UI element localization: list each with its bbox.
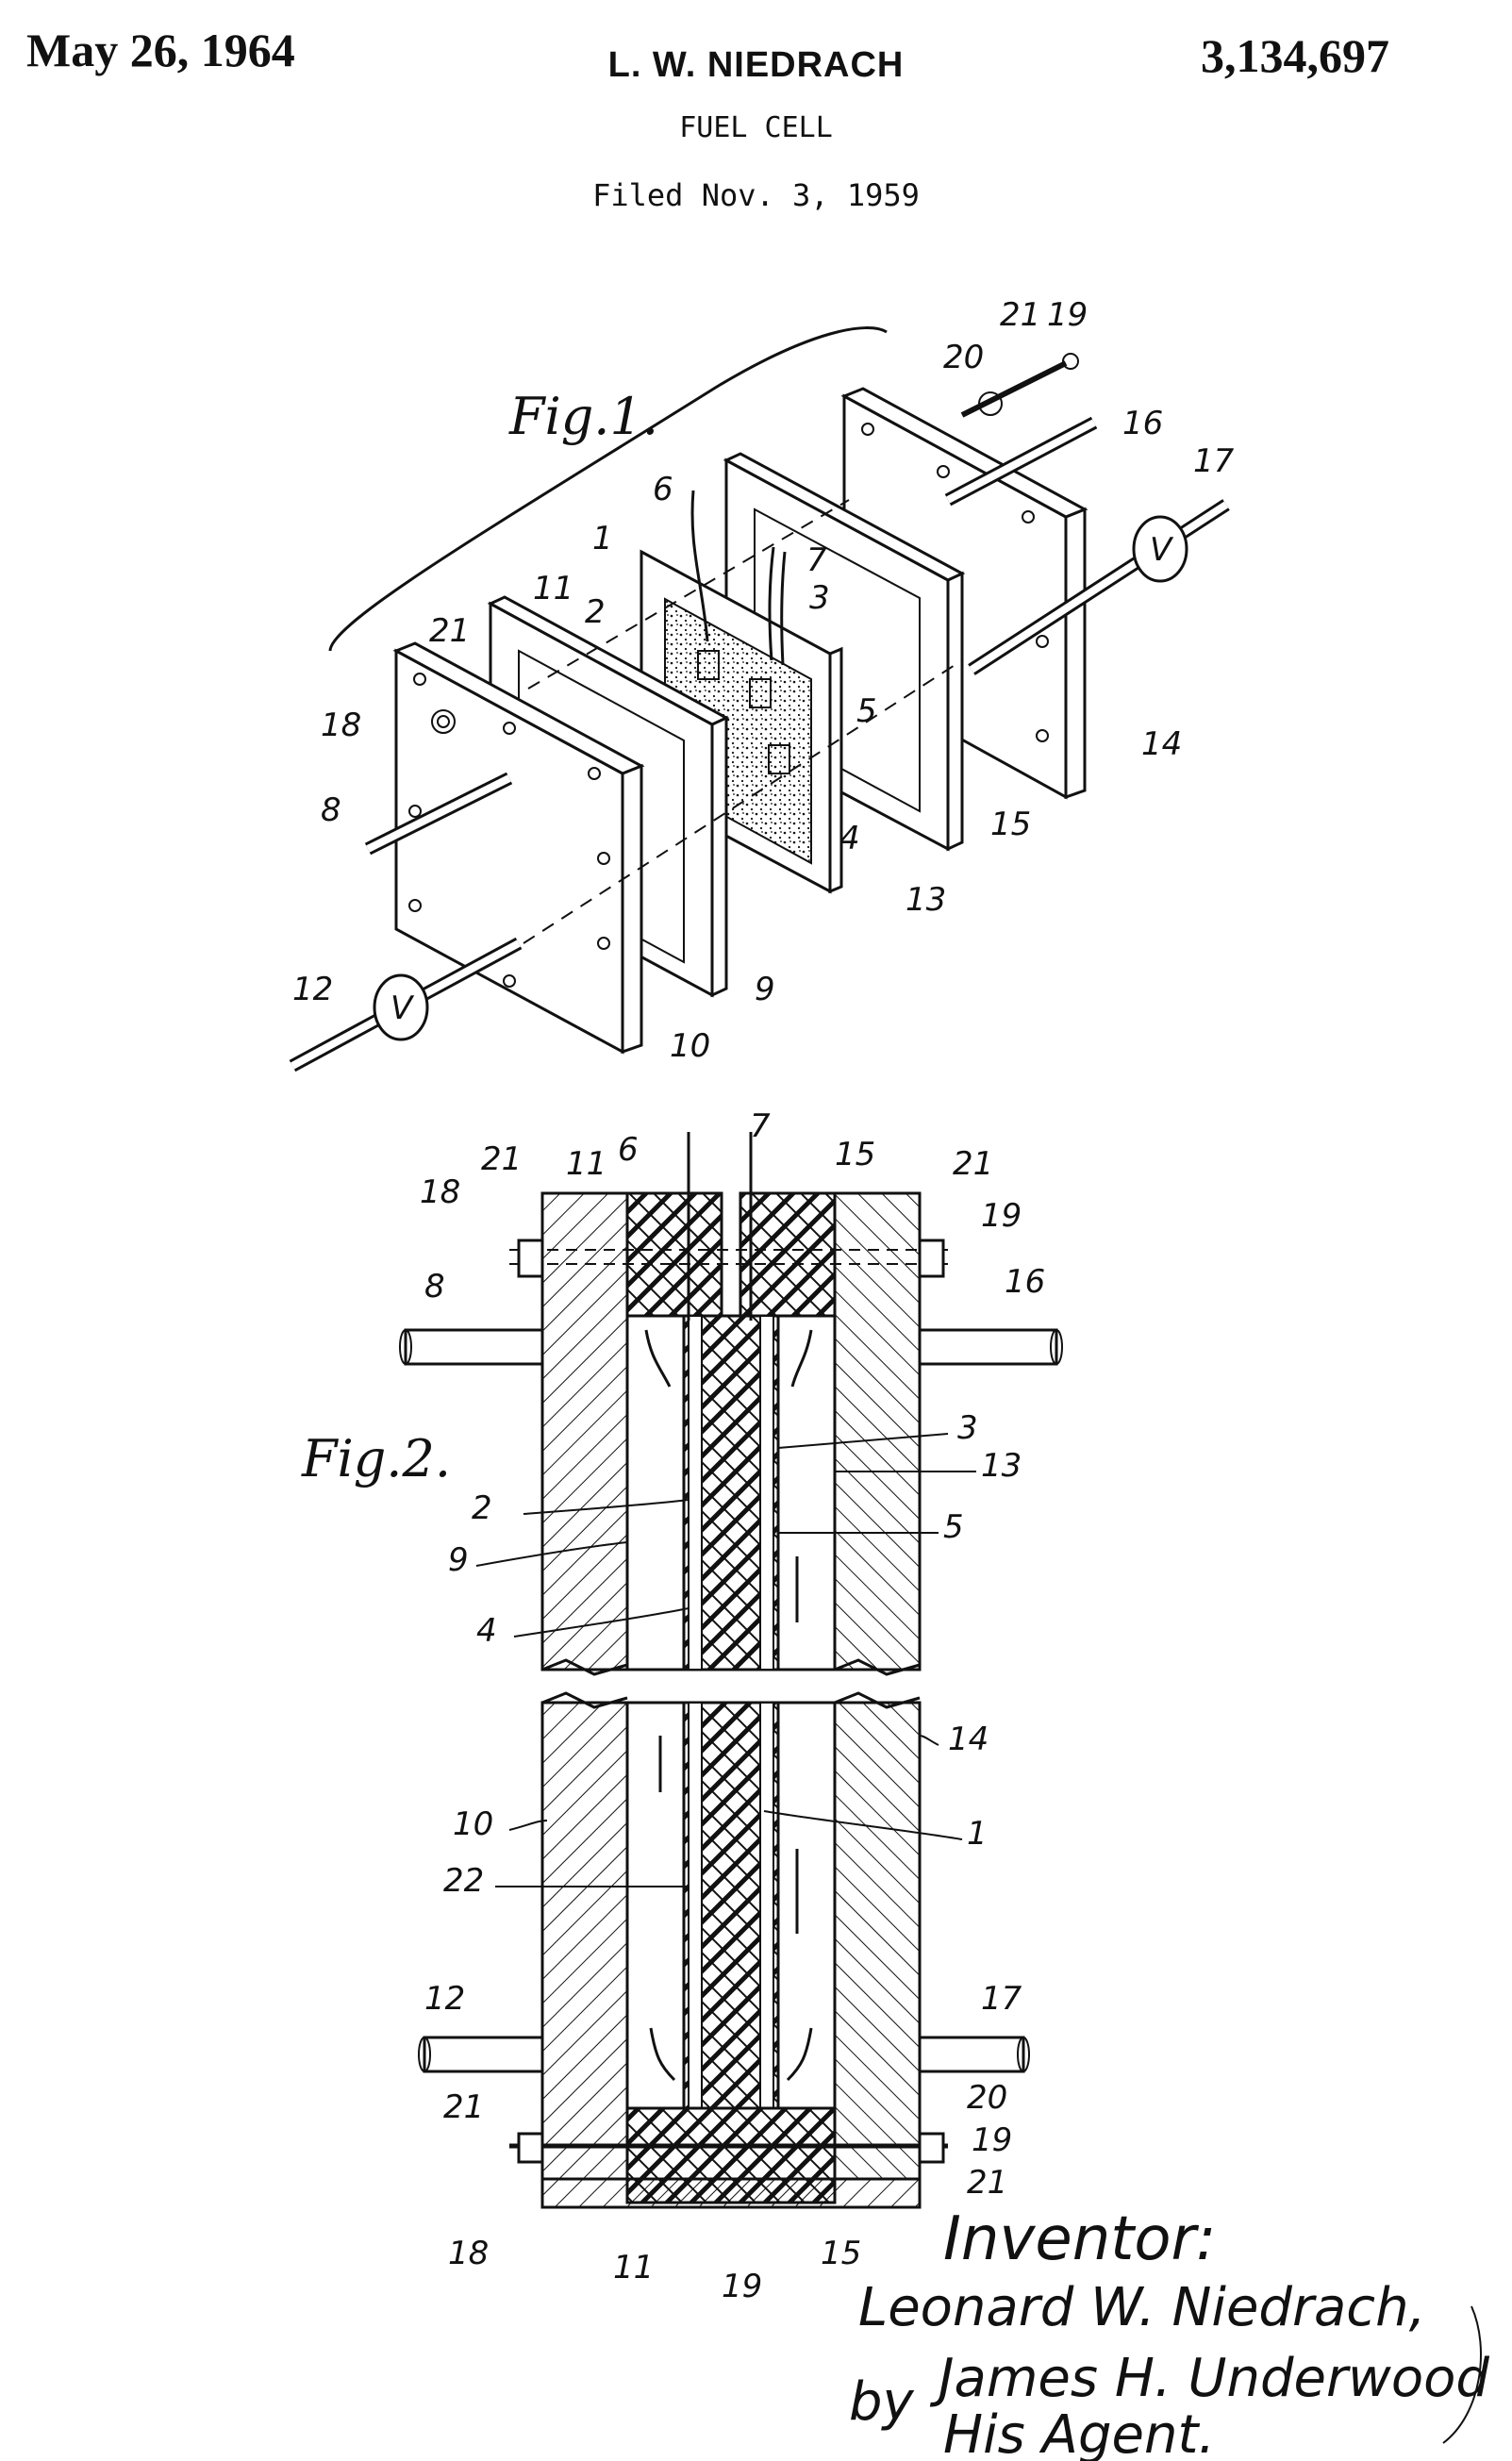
valve-v-label: V: [390, 989, 415, 1027]
reference-numeral-n16: 16: [1122, 405, 1163, 442]
reference-numeral-n2: 2: [472, 1489, 492, 1527]
fig2-cross-section: Fig.2.: [301, 1107, 1062, 2305]
reference-numeral-n21: 21: [443, 2088, 484, 2126]
agent-role: His Agent.: [943, 2404, 1215, 2461]
reference-numeral-n21: 21: [429, 612, 470, 650]
fig1-exploded-view: Fig.1.: [292, 296, 1235, 1066]
reference-numeral-n7: 7: [750, 1107, 771, 1145]
reference-numeral-n1: 1: [967, 1815, 988, 1853]
reference-numeral-n21: 21: [481, 1140, 522, 1178]
fig2-tube-16: [920, 1330, 1062, 1364]
reference-numeral-n11: 11: [566, 1145, 606, 1183]
reference-numeral-n17: 17: [1193, 442, 1235, 480]
reference-numeral-n19: 19: [722, 2268, 762, 2305]
reference-numeral-n19: 19: [972, 2121, 1012, 2159]
reference-numeral-n11: 11: [613, 2249, 654, 2286]
by-text: by: [849, 2371, 915, 2433]
reference-numeral-n17: 17: [981, 1980, 1022, 2018]
reference-numeral-n19: 19: [1047, 296, 1088, 334]
reference-numeral-n11: 11: [533, 570, 573, 607]
reference-numeral-n19: 19: [981, 1197, 1022, 1235]
reference-numeral-n13: 13: [981, 1447, 1022, 1485]
agent-signature: James H. Underwood: [929, 2348, 1489, 2409]
reference-numeral-n8: 8: [321, 791, 341, 829]
fig2-tube-8: [400, 1330, 542, 1364]
reference-numeral-n4: 4: [839, 820, 860, 857]
reference-numeral-n21: 21: [953, 1145, 993, 1183]
reference-numeral-n8: 8: [424, 1268, 445, 1305]
reference-numeral-n9: 9: [755, 971, 775, 1008]
reference-numeral-n5: 5: [856, 692, 877, 730]
fig1-label: Fig.1.: [508, 387, 658, 446]
reference-numeral-n9: 9: [448, 1541, 469, 1579]
fig2-tube-17: [920, 2037, 1029, 2071]
valve-v-label-2: V: [1150, 531, 1174, 569]
reference-numeral-n1: 1: [592, 520, 613, 557]
fig2-label: Fig.2.: [301, 1429, 451, 1488]
reference-numeral-n21: 21: [967, 2164, 1007, 2202]
reference-numeral-n16: 16: [1005, 1263, 1045, 1301]
reference-numeral-n12: 12: [292, 971, 333, 1008]
reference-numeral-n15: 15: [990, 806, 1031, 843]
reference-numeral-n18: 18: [420, 1173, 460, 1211]
reference-numeral-n13: 13: [906, 881, 946, 919]
reference-numeral-n10: 10: [670, 1027, 710, 1065]
fig2-tube-12: [419, 2037, 542, 2071]
reference-numeral-n6: 6: [653, 471, 673, 508]
reference-numeral-n2: 2: [585, 593, 606, 631]
reference-numeral-n10: 10: [453, 1805, 493, 1843]
fig2-upper-section: [509, 1132, 948, 1674]
reference-numeral-n3: 3: [809, 579, 830, 617]
reference-numeral-n15: 15: [821, 2235, 861, 2272]
reference-numeral-n7: 7: [806, 541, 827, 579]
reference-numeral-n14: 14: [948, 1721, 989, 1758]
inventor-heading: Inventor:: [943, 2204, 1216, 2274]
reference-numeral-n15: 15: [835, 1136, 875, 1173]
reference-numeral-n22: 22: [443, 1862, 484, 1900]
fig2-lower-section: [509, 1693, 948, 2207]
signature-block: Inventor: Leonard W. Niedrach, by James …: [849, 2204, 1489, 2461]
reference-numeral-n5: 5: [943, 1508, 964, 1546]
reference-numeral-n21: 21: [1000, 296, 1040, 334]
reference-numeral-n12: 12: [424, 1980, 465, 2018]
reference-numeral-n20: 20: [943, 339, 984, 376]
reference-numeral-n4: 4: [476, 1612, 497, 1650]
reference-numeral-n6: 6: [618, 1131, 639, 1169]
reference-numeral-n14: 14: [1141, 725, 1182, 763]
reference-numeral-n20: 20: [967, 2079, 1007, 2117]
inventor-full-name: Leonard W. Niedrach,: [858, 2277, 1425, 2338]
reference-numeral-n18: 18: [321, 707, 361, 744]
reference-numeral-n3: 3: [957, 1409, 978, 1447]
reference-numeral-n18: 18: [448, 2235, 489, 2272]
